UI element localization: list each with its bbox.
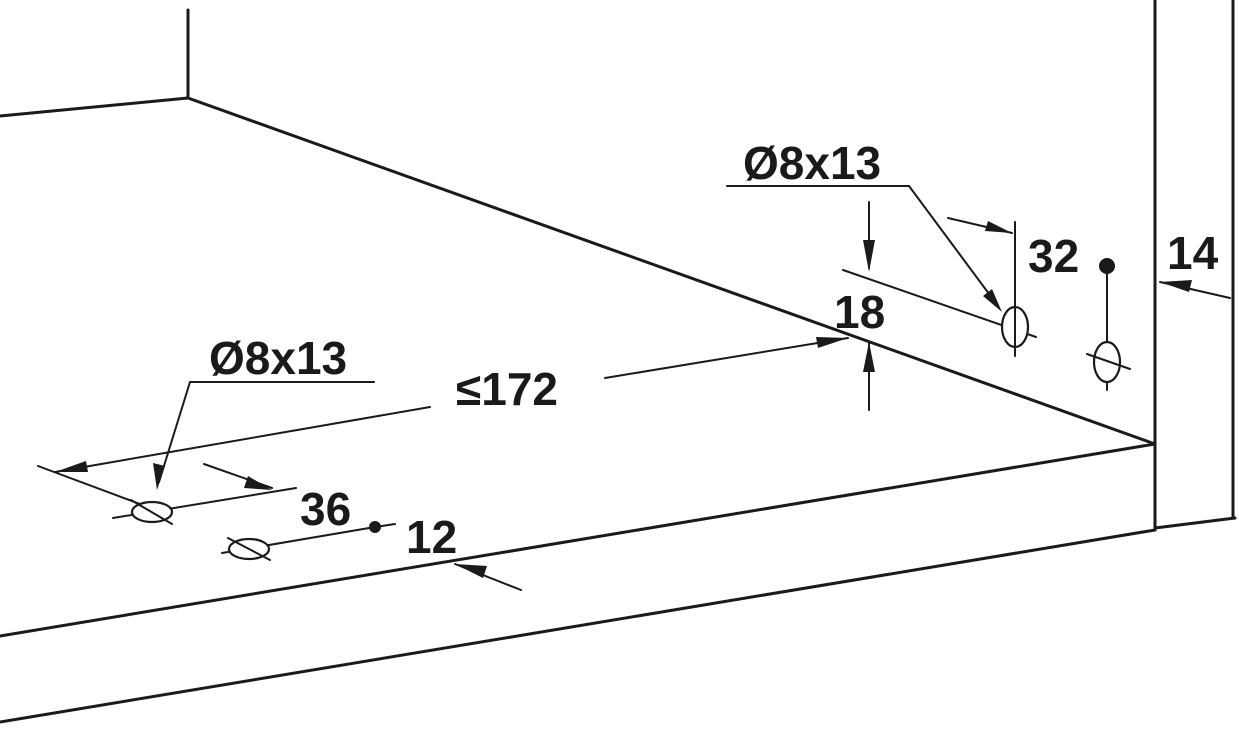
label-dim-12: 12 <box>406 511 457 563</box>
label-hole-spec-front: Ø8x13 <box>209 332 347 384</box>
label-hole-spec-rear: Ø8x13 <box>743 137 881 189</box>
label-dim-32: 32 <box>1028 230 1079 282</box>
front-hole-group <box>37 337 849 591</box>
label-dim-36: 36 <box>300 483 351 535</box>
label-dim-14: 14 <box>1167 227 1219 279</box>
rear-hole-group <box>726 185 1231 411</box>
label-dim-172: ≤172 <box>456 363 558 415</box>
label-dim-18: 18 <box>834 286 885 338</box>
